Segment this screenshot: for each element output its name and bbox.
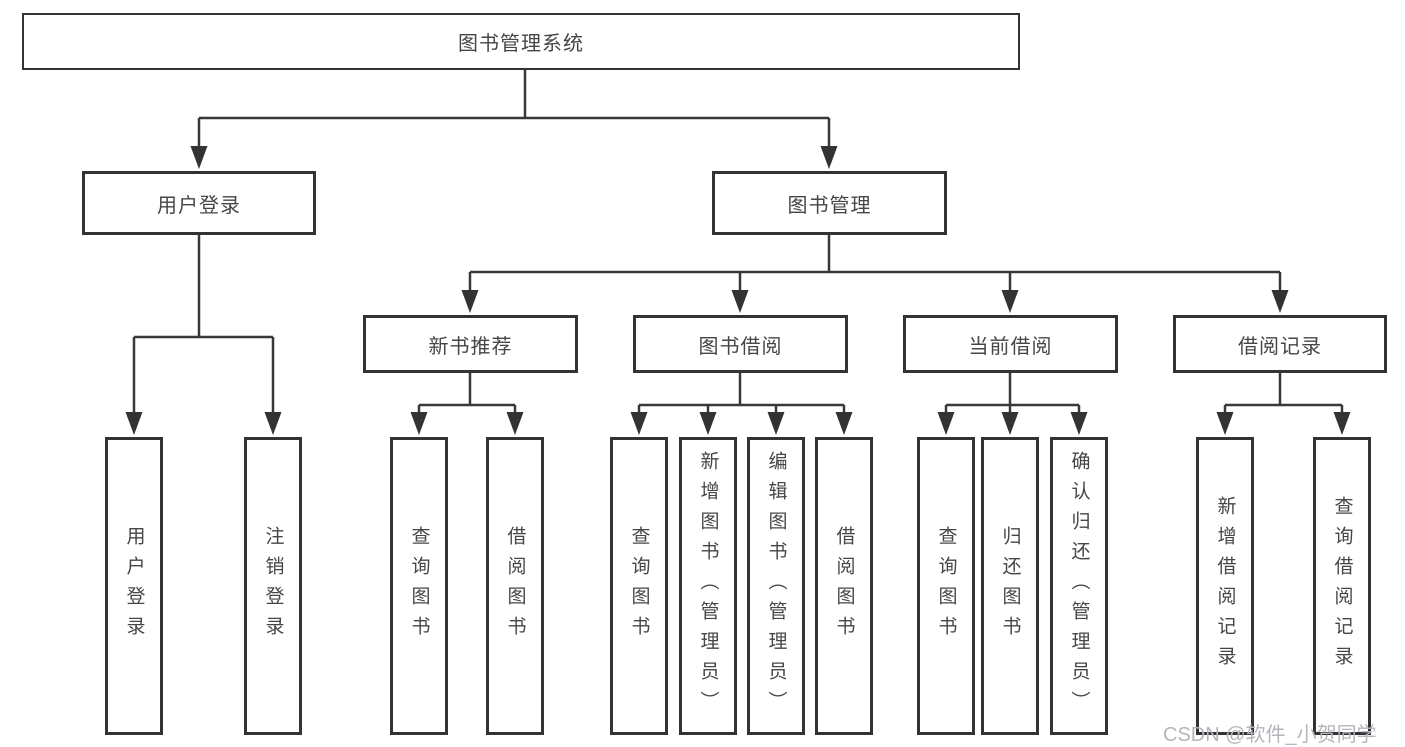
leaf-query-books-current: 查询图书 bbox=[917, 437, 975, 735]
connector-new-book-recommend bbox=[410, 373, 524, 435]
leaf-confirm-return-admin: 确认归还（管理员） bbox=[1050, 437, 1108, 735]
connector-book-borrow bbox=[630, 373, 853, 435]
leaf-query-books-borrow: 查询图书 bbox=[610, 437, 668, 735]
connector-user-login bbox=[125, 235, 282, 435]
node-borrow-records: 借阅记录 bbox=[1173, 315, 1387, 373]
leaf-edit-book-admin: 编辑图书（管理员） bbox=[747, 437, 805, 735]
connector-book-management bbox=[461, 235, 1289, 313]
leaf-borrow-books-recommend: 借阅图书 bbox=[486, 437, 544, 735]
leaf-borrow-books: 借阅图书 bbox=[815, 437, 873, 735]
node-new-book-recommend: 新书推荐 bbox=[363, 315, 578, 373]
leaf-user-login: 用户登录 bbox=[105, 437, 163, 735]
leaf-query-books-recommend: 查询图书 bbox=[390, 437, 448, 735]
csdn-watermark: CSDN @软件_小贺同学 bbox=[1163, 724, 1377, 746]
connector-root bbox=[190, 70, 838, 169]
leaf-add-book-admin: 新增图书（管理员） bbox=[679, 437, 737, 735]
node-current-borrow: 当前借阅 bbox=[903, 315, 1118, 373]
node-user-login: 用户登录 bbox=[82, 171, 316, 235]
leaf-query-borrow-record: 查询借阅记录 bbox=[1313, 437, 1371, 735]
leaf-return-book: 归还图书 bbox=[981, 437, 1039, 735]
leaf-add-borrow-record: 新增借阅记录 bbox=[1196, 437, 1254, 735]
node-book-borrow: 图书借阅 bbox=[633, 315, 848, 373]
connector-borrow-records bbox=[1216, 373, 1351, 435]
connector-current-borrow bbox=[937, 373, 1088, 435]
node-book-management-system: 图书管理系统 bbox=[22, 13, 1020, 70]
leaf-logout: 注销登录 bbox=[244, 437, 302, 735]
node-book-management: 图书管理 bbox=[712, 171, 947, 235]
